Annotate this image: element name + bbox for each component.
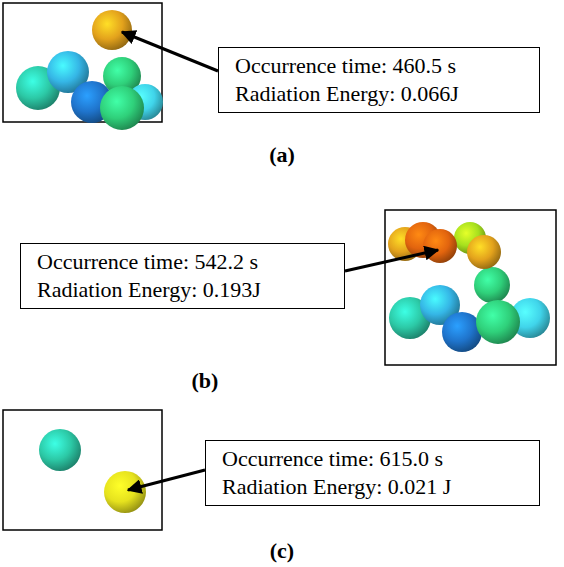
callout-text: Occurrence time: 615.0 s bbox=[222, 445, 523, 473]
callout-text: Radiation Energy: 0.021 J bbox=[222, 473, 523, 501]
leader-arrow bbox=[122, 32, 218, 71]
callout-box: Occurrence time: 615.0 sRadiation Energy… bbox=[205, 440, 540, 506]
particle-sphere bbox=[100, 86, 144, 130]
frame bbox=[385, 210, 556, 365]
callout-text: Occurrence time: 542.2 s bbox=[37, 248, 328, 276]
particle-sphere bbox=[467, 235, 501, 269]
particle-sphere bbox=[442, 312, 482, 352]
callout-text: Radiation Energy: 0.193J bbox=[37, 276, 328, 304]
callout-text: Radiation Energy: 0.066J bbox=[235, 80, 523, 108]
particle-sphere bbox=[39, 429, 81, 471]
particle-sphere bbox=[92, 10, 132, 50]
panel-label: (c) bbox=[270, 538, 294, 564]
callout-box: Occurrence time: 542.2 sRadiation Energy… bbox=[20, 243, 345, 309]
callout-text: Occurrence time: 460.5 s bbox=[235, 52, 523, 80]
leader-arrow bbox=[128, 470, 205, 490]
particle-sphere bbox=[476, 300, 520, 344]
frame bbox=[3, 410, 162, 530]
leader-arrow bbox=[345, 250, 438, 271]
particle-sphere bbox=[423, 229, 457, 263]
particle-sphere bbox=[104, 471, 146, 513]
particle-sphere bbox=[474, 267, 510, 303]
callout-box: Occurrence time: 460.5 sRadiation Energy… bbox=[218, 47, 540, 113]
panel-label: (a) bbox=[269, 142, 295, 168]
panel-label: (b) bbox=[192, 368, 219, 394]
